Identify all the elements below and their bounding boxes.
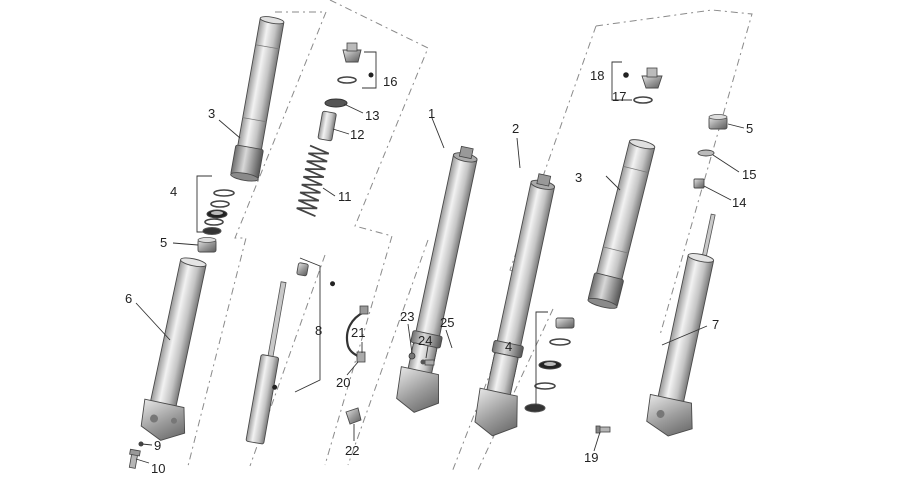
washer-9 bbox=[138, 441, 144, 447]
bracket-22 bbox=[345, 407, 362, 425]
label-12: 12 bbox=[350, 127, 364, 142]
label-8: 8 bbox=[315, 323, 322, 338]
screw-23 bbox=[408, 352, 416, 360]
outer-tube-left bbox=[140, 257, 207, 441]
fork-leg-2 bbox=[474, 173, 555, 437]
label-9: 9 bbox=[154, 438, 161, 453]
callout-labels: 1 2 3 3 4 4 5 5 6 7 8 9 10 11 12 13 14 1… bbox=[125, 68, 756, 476]
top-cap-18 bbox=[623, 67, 663, 89]
label-4-right: 4 bbox=[505, 339, 512, 354]
o-ring-17 bbox=[633, 96, 653, 104]
label-22: 22 bbox=[345, 443, 359, 458]
label-23: 23 bbox=[400, 309, 414, 324]
group-outline-center bbox=[324, 0, 429, 466]
label-17: 17 bbox=[612, 89, 626, 104]
bushing-left bbox=[197, 237, 217, 253]
damper-rod-8 bbox=[245, 262, 336, 445]
group-outline-left bbox=[187, 11, 327, 467]
label-13: 13 bbox=[365, 108, 379, 123]
washer-15 bbox=[697, 149, 715, 157]
group-outline-right bbox=[451, 9, 753, 473]
label-1: 1 bbox=[428, 106, 435, 121]
inner-tube-left bbox=[230, 16, 285, 182]
label-4-left: 4 bbox=[170, 184, 177, 199]
inner-tube-right bbox=[587, 139, 656, 309]
label-19: 19 bbox=[584, 450, 598, 465]
label-7: 7 bbox=[712, 317, 719, 332]
label-14: 14 bbox=[732, 195, 746, 210]
label-25: 25 bbox=[440, 315, 454, 330]
label-15: 15 bbox=[742, 167, 756, 182]
top-cap-16 bbox=[337, 42, 374, 84]
label-6: 6 bbox=[125, 291, 132, 306]
label-2: 2 bbox=[512, 121, 519, 136]
label-16: 16 bbox=[383, 74, 397, 89]
label-3-left: 3 bbox=[208, 106, 215, 121]
bushing-right bbox=[708, 114, 728, 130]
spring-11 bbox=[296, 144, 330, 218]
label-21: 21 bbox=[351, 325, 365, 340]
seal-kit-right bbox=[524, 317, 575, 413]
label-24: 24 bbox=[418, 333, 432, 348]
label-18: 18 bbox=[590, 68, 604, 83]
label-11: 11 bbox=[338, 189, 352, 204]
label-10: 10 bbox=[151, 461, 165, 476]
outer-tube-right bbox=[646, 213, 716, 437]
label-5-left: 5 bbox=[160, 235, 167, 250]
label-5-right: 5 bbox=[746, 121, 753, 136]
label-20: 20 bbox=[336, 375, 350, 390]
leader-lines bbox=[135, 51, 745, 464]
bolt-10 bbox=[128, 448, 141, 469]
nut-14 bbox=[693, 178, 705, 189]
spacer-12 bbox=[317, 110, 337, 142]
seal-kit-left bbox=[202, 189, 235, 235]
washer-13 bbox=[324, 98, 348, 108]
fork-leg-1 bbox=[396, 145, 478, 413]
label-3-right: 3 bbox=[575, 170, 582, 185]
bolt-19 bbox=[595, 425, 611, 434]
sensor-20 bbox=[356, 351, 366, 363]
screw-24 bbox=[420, 359, 435, 366]
